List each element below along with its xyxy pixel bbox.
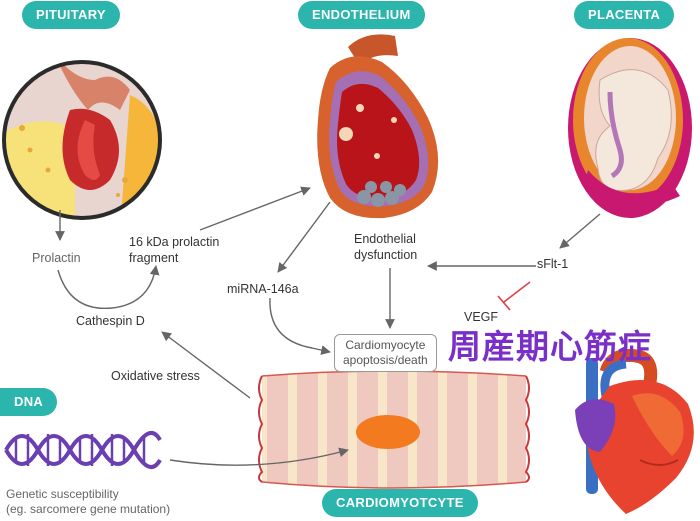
- mirna-label: miRNA-146a: [227, 282, 299, 296]
- dna-helix: [4, 430, 162, 470]
- genetic-susceptibility-label: Genetic susceptibility (eg. sarcomere ge…: [6, 487, 171, 516]
- arrow-dna-to-cardiomyocyte: [169, 447, 349, 466]
- dna-pill: DNA: [0, 388, 58, 416]
- flow-arrows: [55, 186, 601, 466]
- vegf-label: VEGF: [464, 310, 499, 324]
- placenta-illustration: [568, 38, 692, 218]
- oxidative-stress-label: Oxidative stress: [111, 369, 200, 383]
- arrow-cardiomyocyte-to-cathepsin: [161, 331, 251, 399]
- arrow-placenta-to-sflt: [559, 213, 601, 249]
- endothelial-dysfunction-label: Endothelial dysfunction: [354, 232, 418, 262]
- overlay-title: 周産期心筋症: [448, 327, 652, 366]
- vegf-inhibition: [497, 281, 531, 311]
- placenta-pill: PLACENTA: [574, 1, 675, 29]
- cathepsin-label: Cathespin D: [76, 314, 145, 328]
- sflt-label: sFlt-1: [537, 257, 569, 271]
- arrow-endothelium-to-mirna: [277, 201, 331, 273]
- pituitary-illustration: [2, 60, 162, 220]
- fragment-label: 16 kDa prolactin fragment: [129, 235, 220, 265]
- cardiomyocyte-illustration: [258, 370, 530, 489]
- arrow-mirna-to-apoptosis: [269, 297, 331, 355]
- prolactin-label: Prolactin: [32, 251, 81, 265]
- apoptosis-box: Cardiomyocyte apoptosis/death: [334, 334, 437, 372]
- cardiomyocyte-pill: CARDIOMYOTCYTE: [322, 489, 478, 517]
- arrow-fragment-to-endothelium: [199, 186, 311, 231]
- endothelium-illustration: [317, 34, 439, 219]
- pituitary-pill: PITUITARY: [22, 1, 120, 29]
- heart-illustration: [575, 348, 694, 514]
- arrow-prolactin-to-fragment: [57, 265, 160, 310]
- endothelium-pill: ENDOTHELIUM: [298, 1, 425, 29]
